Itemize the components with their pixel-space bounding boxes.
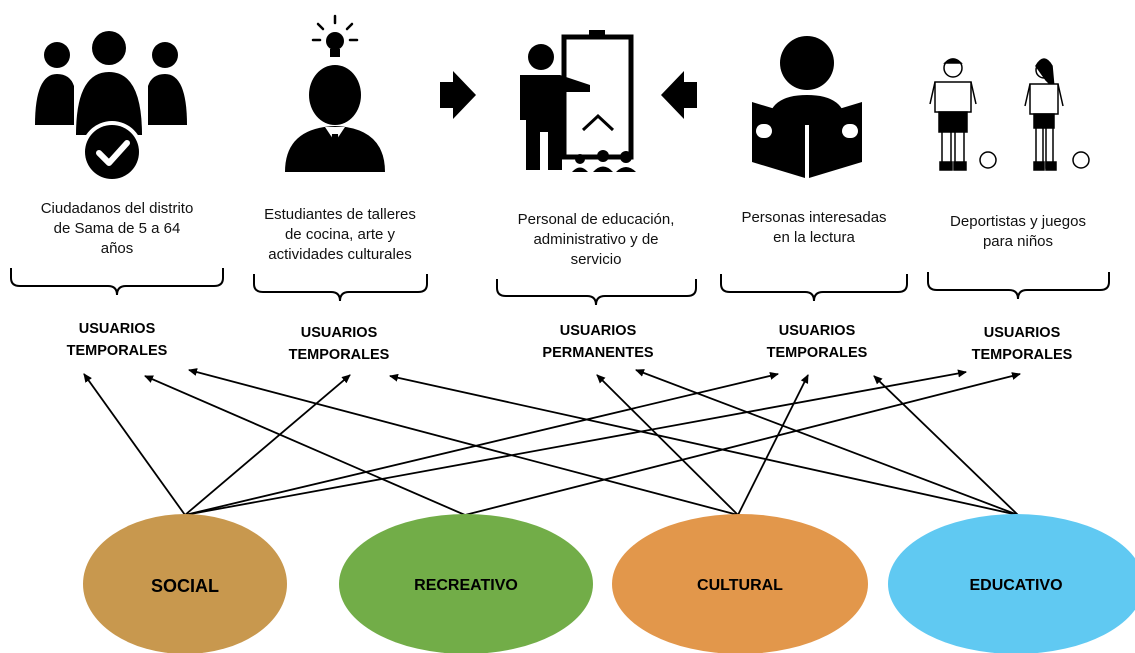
arrow-social-2 [184,374,351,516]
arrow-social-1 [83,373,186,516]
arrow-educativo-2 [635,369,1019,516]
description-ciudadanos: Ciudadanos del distrito de Sama de 5 a 6… [40,200,194,257]
category-ellipse-social [83,514,287,653]
arrow-cultural-1 [188,368,739,516]
category-ellipse-cultural [612,514,868,653]
right-arrow-icon [440,71,476,119]
category-label-educativo: EDUCATIVO [969,577,1063,594]
brace-5 [927,272,1110,300]
athletes-icon [929,58,1090,171]
description-lectores: Personas interesadas en la lectura [741,209,887,246]
arrow-cultural-3 [737,374,809,516]
arrow-social-4 [184,369,967,516]
category-label-recreativo: RECREATIVO [414,577,518,594]
category-ellipse-recreativo [339,514,593,653]
arrow-recreativo-2 [464,372,1021,516]
arrow-educativo-1 [389,373,1019,516]
arrow-cultural-2 [596,374,739,516]
people-check-icon [35,31,187,183]
reader-icon [752,36,862,178]
teacher-presentation-icon [520,30,636,172]
left-arrow-icon [661,71,697,119]
description-deportistas: Deportistas y juegos para niños [950,213,1086,250]
brace-4 [720,274,908,302]
brace-1 [10,268,224,296]
category-label-social: SOCIAL [150,576,219,596]
category-ellipse-educativo [888,514,1135,653]
brace-3 [496,279,697,306]
student-idea-icon [285,14,385,172]
arrow-social-3 [184,371,779,516]
brace-group [10,268,1110,306]
category-label-cultural: CULTURAL [697,577,783,594]
brace-2 [253,274,428,302]
arrow-educativo-3 [873,375,1019,516]
arrow-recreativo-1 [144,375,466,516]
description-estudiantes: Estudiantes de talleres de cocina, arte … [264,206,416,263]
connection-arrows [83,368,1021,516]
description-personal: Personal de educación, administrativo y … [517,211,675,268]
